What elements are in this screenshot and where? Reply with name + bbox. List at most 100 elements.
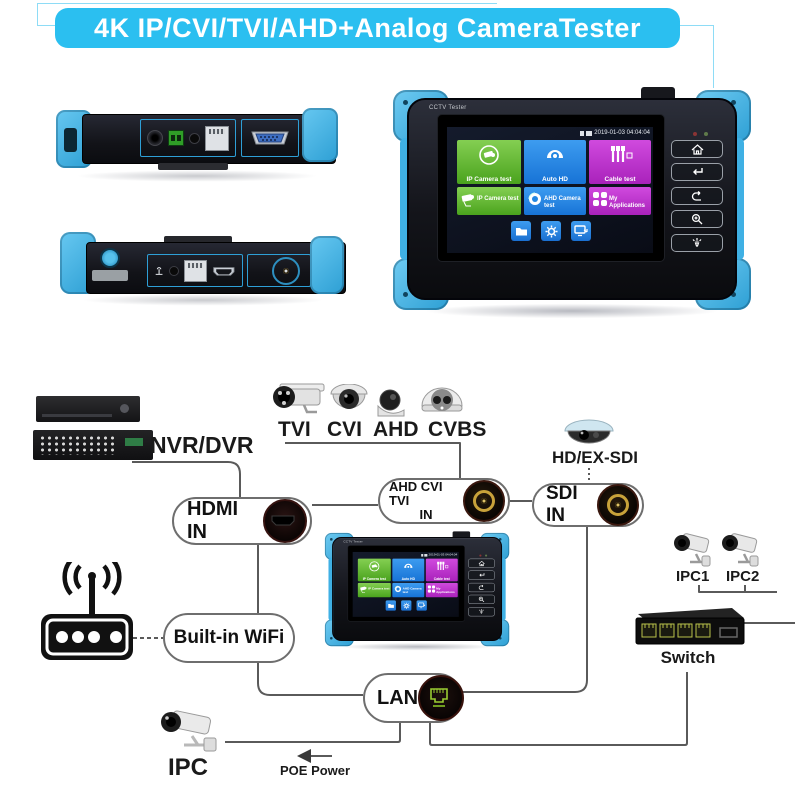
indicator-led	[693, 132, 697, 136]
lan-port-photo	[418, 675, 465, 721]
port-panel-main	[140, 119, 236, 157]
shadow	[72, 170, 322, 182]
ahd-mini-dome-camera	[377, 389, 405, 417]
back-button[interactable]	[468, 582, 495, 593]
cvi-label: CVI	[327, 418, 363, 441]
banner-frame-right-tick	[678, 25, 713, 26]
indicator-led	[485, 554, 488, 557]
built-in-wifi-label: Built-in WiFi	[173, 627, 285, 648]
bnc-video-port	[272, 256, 300, 285]
status-time: 2019-01-03 04:04:04	[428, 553, 458, 557]
tile-ip-camera-test[interactable]: IP Camera test	[457, 140, 521, 184]
hdmi-in-box: HDMI IN	[172, 497, 312, 545]
home-button[interactable]	[468, 558, 495, 568]
page-title: 4K IP/CVI/TVI/AHD+Analog CameraTester	[94, 12, 641, 43]
dvr-button-grid	[39, 435, 117, 455]
lan-label: LAN	[377, 686, 419, 709]
built-in-wifi-box: Built-in WiFi	[163, 613, 295, 663]
title-banner: 4K IP/CVI/TVI/AHD+Analog CameraTester	[55, 8, 680, 48]
tile-ip-camera-test-2[interactable]: IP Camera test	[357, 582, 391, 598]
status-time: 2019-01-03 04:04:04	[594, 130, 650, 136]
ip-camera-icon	[457, 144, 521, 166]
tester-front-diagram: CCTV Tester 2019-01-03 04:04:04 IP Camer…	[324, 531, 510, 651]
tile-label: Auto HD	[542, 176, 568, 183]
screen-share-icon[interactable]	[416, 600, 427, 611]
tile-my-applications[interactable]: My Applications	[425, 582, 458, 598]
hdmi-in-label: HDMI IN	[187, 498, 239, 543]
back-button[interactable]	[671, 187, 723, 205]
side-rail	[400, 138, 410, 260]
enter-button[interactable]	[671, 163, 723, 181]
label-plate	[92, 270, 128, 281]
ahd-label: AHD	[373, 418, 419, 441]
tile-label: AHD Camera test	[544, 196, 581, 209]
nvr-unit-top	[36, 396, 140, 422]
dvr-display	[125, 438, 143, 446]
enter-button[interactable]	[468, 570, 495, 580]
flashlight-button[interactable]	[671, 234, 723, 252]
screen-share-icon[interactable]	[571, 221, 591, 241]
file-manager-icon[interactable]	[385, 600, 396, 611]
top-connector	[641, 87, 675, 98]
file-manager-icon[interactable]	[511, 221, 531, 241]
home-icon	[691, 143, 703, 155]
sd-card-icon	[421, 553, 424, 557]
sdi-in-label: SDI IN	[546, 483, 578, 526]
banner-frame-left-tick	[37, 25, 59, 26]
cables-icon	[426, 561, 458, 572]
cables-icon	[589, 144, 651, 166]
bnc-port-photo	[463, 480, 505, 522]
dome-camera-icon	[524, 144, 586, 166]
brand-label: CCTV Tester	[343, 540, 363, 544]
tile-label: IP Camera test	[368, 587, 390, 591]
home-button[interactable]	[671, 140, 723, 158]
tile-my-applications[interactable]: My Applications	[589, 187, 651, 215]
zoom-button[interactable]	[468, 594, 495, 604]
tester-top-ports-view	[52, 104, 342, 182]
terminal-block-icon	[168, 130, 184, 146]
indicator-led	[704, 132, 708, 136]
battery-icon	[586, 130, 593, 136]
tile-ahd-camera-test[interactable]: AHD Camera test	[524, 187, 586, 215]
back-icon	[478, 584, 484, 590]
settings-gear-icon[interactable]	[541, 221, 561, 241]
tile-label: IP Camera test	[477, 196, 519, 202]
brand-label: CCTV Tester	[429, 105, 467, 111]
ipc2-camera	[722, 533, 759, 567]
rubber-cap-right	[310, 236, 344, 294]
tvi-label: TVI	[278, 418, 311, 441]
tvi-bullet-camera	[273, 383, 325, 414]
back-icon	[691, 190, 701, 201]
rj45-lan-port	[184, 259, 208, 282]
tile-label: Cable test	[433, 577, 450, 581]
zoom-button[interactable]	[671, 210, 723, 228]
vga-port	[251, 131, 289, 145]
tile-ip-camera-test-2[interactable]: IP Camera test	[457, 187, 521, 215]
ipc1-label: IPC1	[676, 568, 710, 585]
ahd-cvi-tvi-in-label-line1: AHD CVI TVI	[389, 479, 443, 508]
reflection-shadow	[335, 642, 499, 651]
dvr-unit-bottom	[33, 430, 153, 460]
tile-ip-camera-test[interactable]: IP Camera test	[357, 558, 391, 582]
apps-grid-icon	[592, 191, 608, 207]
enter-icon	[692, 168, 703, 175]
shadow	[78, 294, 328, 306]
zoom-magnifier-icon	[478, 596, 485, 603]
tile-auto-hd[interactable]: Auto HD	[524, 140, 586, 184]
tile-ahd-camera-test[interactable]: AHD Camera test	[392, 582, 425, 598]
ptz-camera-icon	[460, 191, 476, 207]
settings-gear-icon[interactable]	[401, 600, 412, 611]
hd-ex-sdi-label: HD/EX-SDI	[552, 448, 638, 467]
tester-bottom-ports-view	[52, 224, 346, 306]
lan-box: LAN	[363, 673, 465, 723]
tile-cable-test[interactable]: Cable test	[425, 558, 458, 582]
status-bar: 2019-01-03 04:04:04	[447, 127, 653, 139]
flashlight-icon	[479, 609, 484, 614]
enter-icon	[479, 573, 485, 577]
flashlight-button[interactable]	[468, 607, 495, 617]
dc-jack-icon	[169, 265, 180, 276]
tile-cable-test[interactable]: Cable test	[589, 140, 651, 184]
tile-auto-hd[interactable]: Auto HD	[392, 558, 425, 582]
